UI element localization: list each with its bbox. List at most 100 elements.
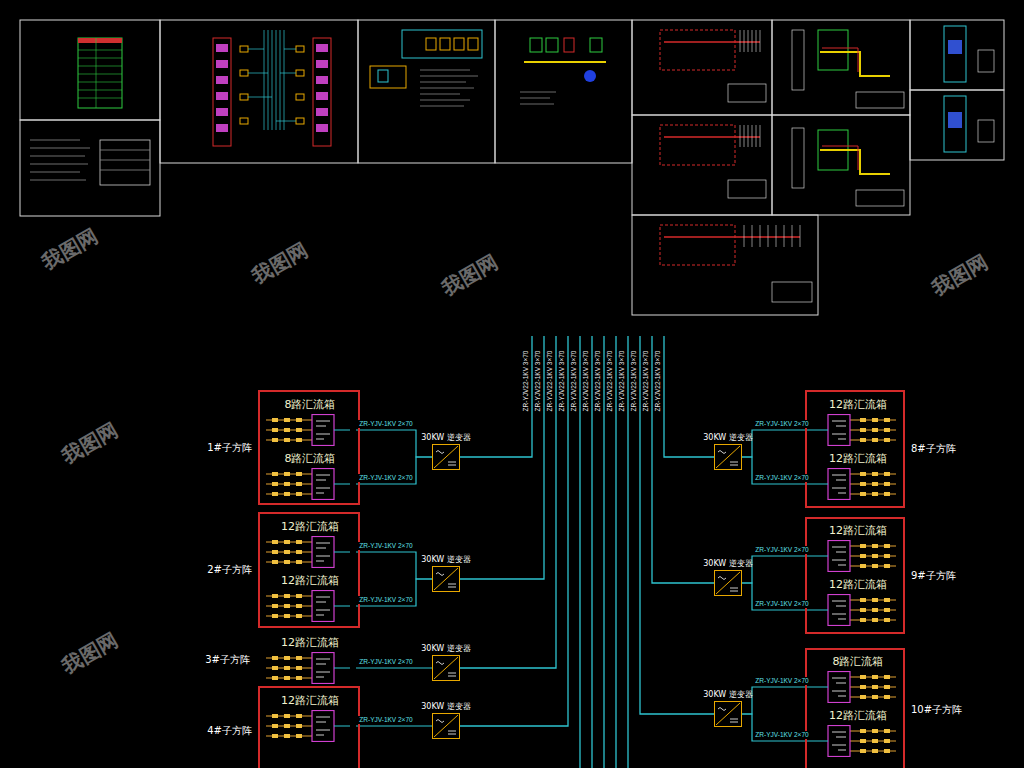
inverter-symbol	[434, 715, 458, 737]
cable-spec: ZR-YJV-1KV 2×70	[754, 677, 809, 685]
cable-spec: ZR-YJV22-1KV 3×70	[606, 337, 614, 425]
combiner-title: 12路汇流箱	[812, 524, 904, 538]
sub-array-box: 8#子方阵12路汇流箱12路汇流箱	[805, 390, 905, 508]
combiner-symbol	[812, 415, 896, 446]
inverter-symbol	[716, 703, 740, 725]
combiner-title: 12路汇流箱	[812, 398, 904, 412]
combiner-box: 12路汇流箱	[264, 574, 356, 622]
inverter-label: 30KW 逆变器	[421, 555, 471, 564]
cable-spec: ZR-YJV-1KV 2×70	[358, 658, 413, 666]
sheet-wiring-plans	[660, 30, 812, 302]
sub-array-label: 3#子方阵	[205, 653, 250, 667]
inverter-label: 30KW 逆变器	[703, 559, 753, 568]
inverter-box: 30KW 逆变器	[714, 444, 742, 470]
cable-spec: ZR-YJV-1KV 2×70	[754, 600, 809, 608]
cable-spec: ZR-YJV-1KV 2×70	[358, 420, 413, 428]
sub-array-box: 4#子方阵12路汇流箱	[258, 686, 360, 768]
combiner-symbol	[266, 537, 350, 568]
cable-spec: ZR-YJV-1KV 2×70	[358, 716, 413, 724]
watermark: 我图网	[437, 249, 502, 302]
combiner-box: 12路汇流箱	[264, 520, 356, 568]
cable-spec: ZR-YJV22-1KV 3×70	[654, 337, 662, 425]
cable-connector	[356, 552, 432, 579]
inverter-box: 30KW 逆变器	[432, 566, 460, 592]
cable-spec: ZR-YJV22-1KV 3×70	[618, 337, 626, 425]
sub-array-box: 1#子方阵8路汇流箱8路汇流箱	[258, 390, 360, 505]
combiner-title: 12路汇流箱	[812, 578, 904, 592]
cable-connector	[356, 430, 432, 457]
inverter-label: 30KW 逆变器	[703, 690, 753, 699]
cable-spec: ZR-YJV22-1KV 3×70	[594, 337, 602, 425]
combiner-symbol	[266, 711, 350, 742]
combiner-title: 8路汇流箱	[264, 452, 356, 466]
sub-array-label: 10#子方阵	[911, 703, 962, 717]
sheet-e-network	[520, 38, 606, 104]
cable-spec: ZR-YJV-1KV 2×70	[358, 474, 413, 482]
sheet-frames	[20, 20, 1004, 315]
sheet-layouts	[944, 26, 994, 152]
watermark: 我图网	[247, 237, 312, 290]
combiner-symbol	[266, 653, 350, 684]
watermark: 我图网	[57, 627, 122, 680]
cable-connector	[356, 725, 432, 726]
sub-array-box: 9#子方阵12路汇流箱12路汇流箱	[805, 517, 905, 634]
sub-array-box: 10#子方阵8路汇流箱12路汇流箱	[805, 648, 905, 768]
cable-connector	[742, 714, 812, 741]
combiner-box: 12路汇流箱	[812, 524, 904, 572]
sheet-grounding-plans	[792, 30, 904, 206]
combiner-symbol	[266, 591, 350, 622]
inverter-label: 30KW 逆变器	[421, 702, 471, 711]
sheet-d-monitoring	[370, 30, 482, 106]
combiner-box: 8路汇流箱	[812, 655, 904, 703]
combiner-symbol	[812, 469, 896, 500]
inverter-symbol	[434, 657, 458, 679]
watermark: 我图网	[57, 417, 122, 470]
combiner-symbol	[812, 541, 896, 572]
cable-spec: ZR-YJV22-1KV 3×70	[570, 337, 578, 425]
sub-array-box: 2#子方阵12路汇流箱12路汇流箱	[258, 512, 360, 628]
combiner-box: 8路汇流箱	[264, 398, 356, 446]
cable-spec: ZR-YJV-1KV 2×70	[754, 474, 809, 482]
cable-connector	[356, 667, 432, 668]
combiner-title: 8路汇流箱	[264, 398, 356, 412]
inverter-symbols	[434, 446, 740, 737]
inverter-label: 30KW 逆变器	[703, 433, 753, 442]
inverter-label: 30KW 逆变器	[421, 644, 471, 653]
cable-connector	[356, 579, 432, 606]
bus-cables	[460, 336, 714, 768]
combiner-symbol	[812, 726, 896, 757]
combiner-symbol	[266, 415, 350, 446]
combiner-box: 12路汇流箱	[264, 636, 356, 684]
combiner-box: 8路汇流箱	[264, 452, 356, 500]
sheet-b-notes	[30, 140, 150, 185]
inverter-symbol	[434, 446, 458, 468]
combiner-box: 12路汇流箱	[264, 694, 356, 742]
sub-array-label: 9#子方阵	[911, 569, 956, 583]
combiner-symbol	[812, 595, 896, 626]
combiner-title: 12路汇流箱	[264, 574, 356, 588]
inverter-label: 30KW 逆变器	[421, 433, 471, 442]
watermark: 我图网	[37, 223, 102, 276]
watermark: 我图网	[927, 249, 992, 302]
inverter-symbol	[716, 572, 740, 594]
combiner-title: 12路汇流箱	[264, 694, 356, 708]
cable-spec: ZR-YJV-1KV 2×70	[358, 596, 413, 604]
combiner-box: 12路汇流箱	[812, 398, 904, 446]
inverter-box: 30KW 逆变器	[432, 713, 460, 739]
inverter-box: 30KW 逆变器	[432, 444, 460, 470]
sheet-c-system	[213, 30, 331, 146]
inverter-symbol	[716, 446, 740, 468]
cable-connector	[742, 583, 812, 610]
combiner-title: 12路汇流箱	[812, 452, 904, 466]
cable-spec: ZR-YJV22-1KV 3×70	[534, 337, 542, 425]
combiner-title: 12路汇流箱	[264, 636, 356, 650]
cable-spec: ZR-YJV22-1KV 3×70	[522, 337, 530, 425]
inverter-box: 30KW 逆变器	[714, 701, 742, 727]
combiner-title: 8路汇流箱	[812, 655, 904, 669]
combiner-symbol	[812, 672, 896, 703]
cable-spec: ZR-YJV22-1KV 3×70	[582, 337, 590, 425]
sub-array-label: 8#子方阵	[911, 442, 956, 456]
